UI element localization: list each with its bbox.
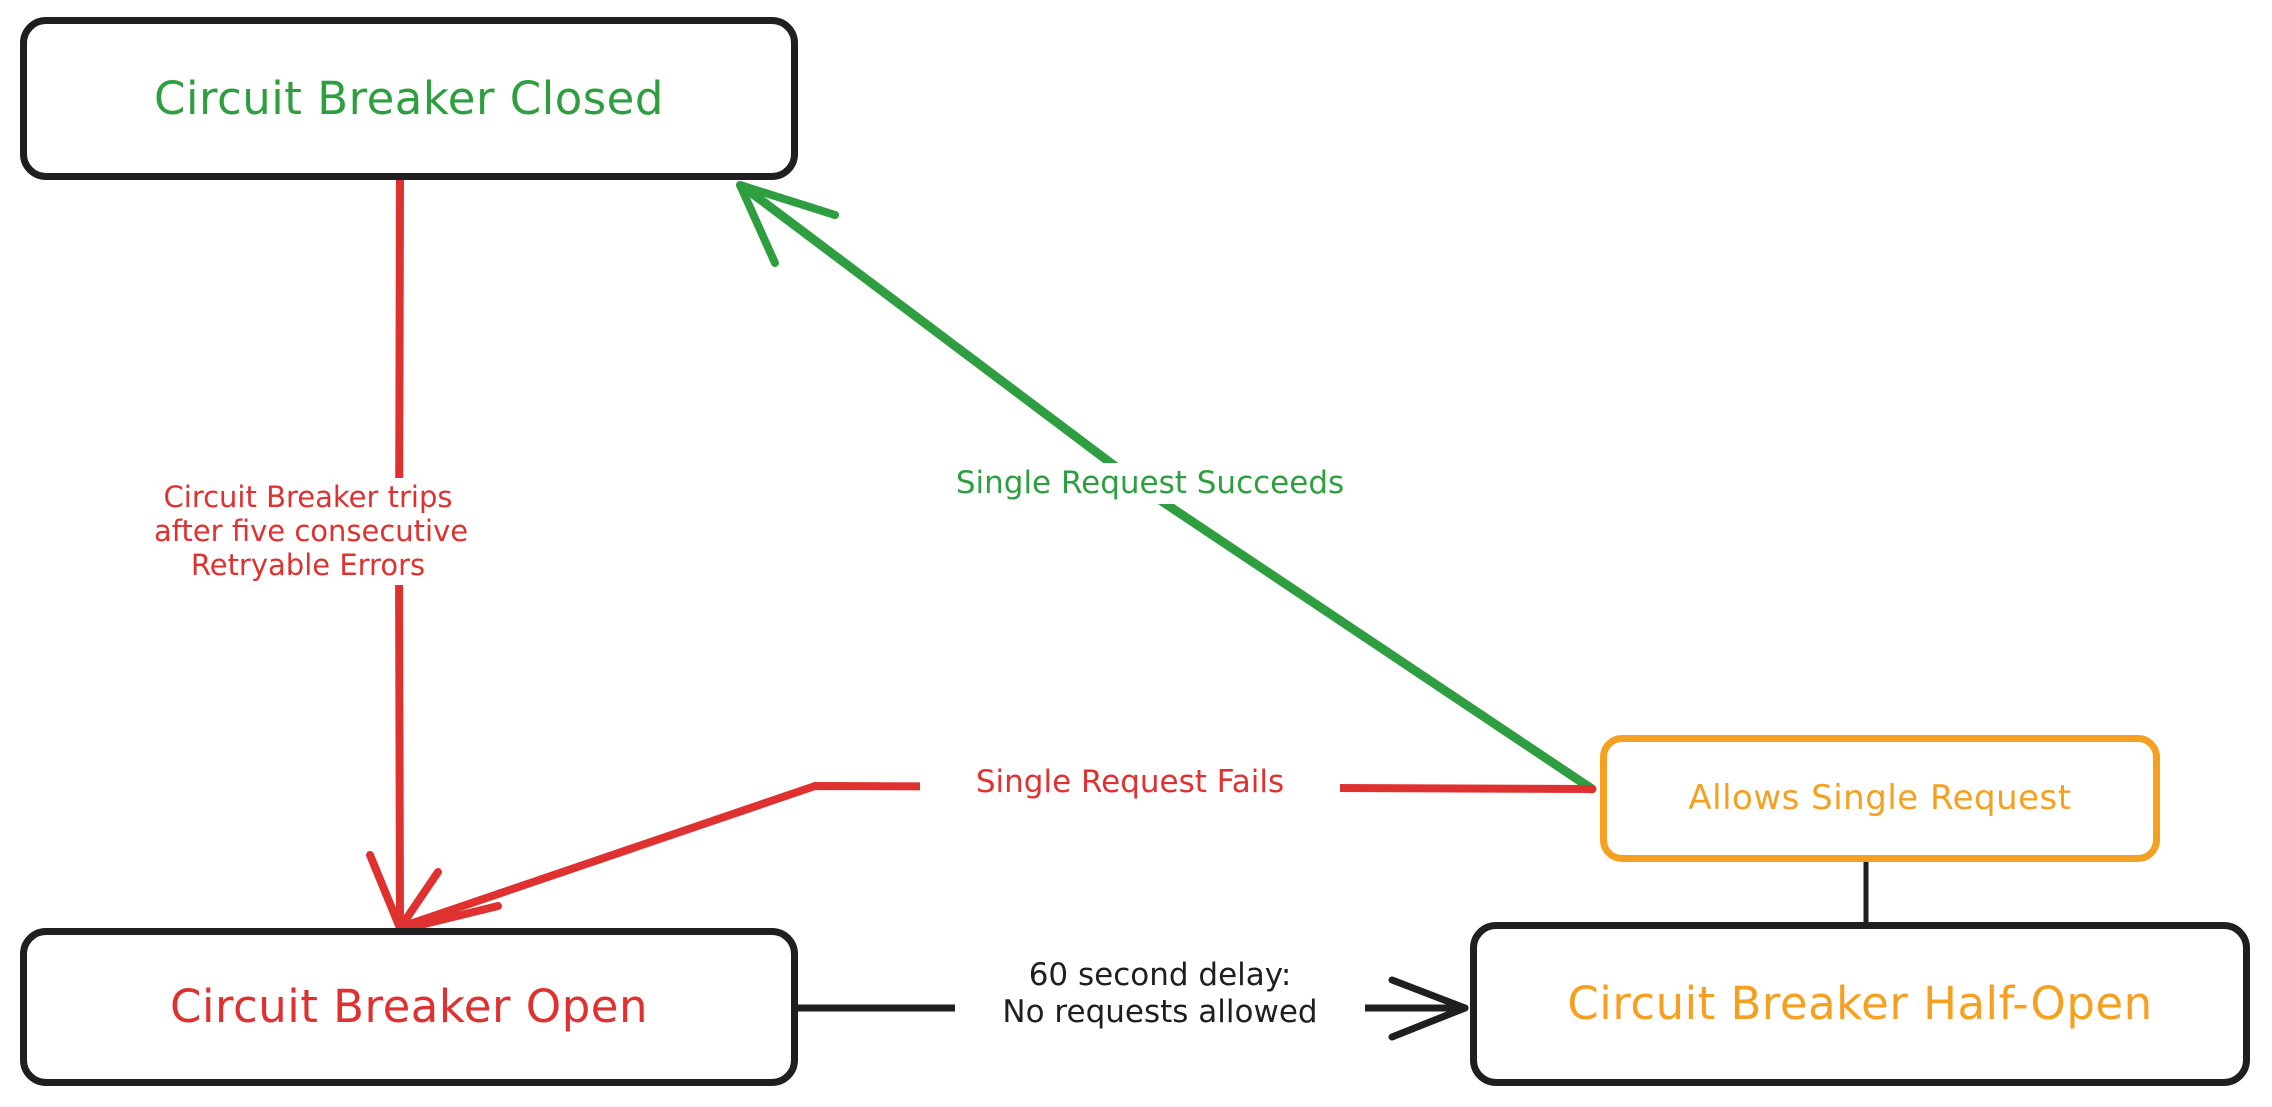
node-label-allows-single-request: Allows Single Request [1688,777,2072,818]
edge-allows-to-open [396,782,1596,934]
edge-label-closed-to-open: Circuit Breaker trips after five consecu… [148,478,468,585]
node-label-closed: Circuit Breaker Closed [154,71,664,125]
node-circuit-breaker-closed[interactable]: Circuit Breaker Closed [20,17,798,180]
node-label-half-open: Circuit Breaker Half-Open [1567,977,2153,1031]
edge-label-allows-to-closed: Single Request Succeeds [905,463,1395,504]
edge-label-allows-to-open: Single Request Fails [920,762,1340,803]
node-allows-single-request[interactable]: Allows Single Request [1600,735,2160,862]
node-circuit-breaker-half-open[interactable]: Circuit Breaker Half-Open [1470,922,2250,1086]
node-label-open: Circuit Breaker Open [170,980,648,1034]
edge-label-open-to-half-open: 60 second delay: No requests allowed [955,955,1365,1033]
node-circuit-breaker-open[interactable]: Circuit Breaker Open [20,928,798,1086]
